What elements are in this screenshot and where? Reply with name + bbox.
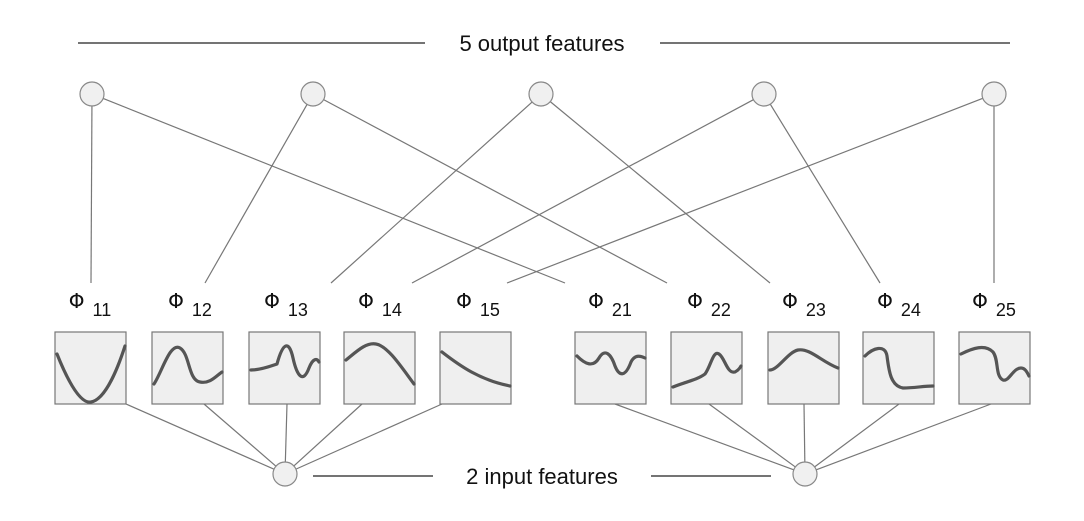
edge-phi-13-to-output-3 [330, 101, 533, 284]
phi-symbol: Φ [877, 289, 893, 313]
phi-label-13: Φ 13 [264, 289, 308, 320]
phi-symbol: Φ [782, 289, 798, 313]
function-box-15 [439, 331, 512, 405]
edge-input-1-to-phi-12 [203, 403, 277, 467]
phi-index: 15 [480, 300, 500, 320]
phi-symbol: Φ [588, 289, 604, 313]
phi-index: 25 [996, 300, 1016, 320]
phi-symbol: Φ [358, 289, 374, 313]
function-box-21 [574, 331, 647, 405]
function-curve [344, 342, 416, 386]
function-box-frame [439, 331, 512, 405]
function-box-frame [343, 331, 416, 405]
function-labels: Φ 11 Φ 12 Φ 13 Φ 14 Φ 15 Φ 21 Φ 22 Φ 23 Φ 24 Φ 25 [69, 289, 1016, 320]
phi-index: 13 [288, 300, 308, 320]
function-box-frame [670, 331, 743, 405]
edge-input-1-to-phi-14 [293, 403, 363, 467]
edge-input-2-to-phi-24 [814, 403, 900, 468]
edge-input-2-to-phi-23 [803, 403, 806, 463]
edge-input-2-to-phi-25 [816, 403, 992, 471]
phi-label-21: Φ 21 [588, 289, 632, 320]
output-node-5 [981, 81, 1007, 107]
output-node-1 [79, 81, 105, 107]
phi-label-11: Φ 11 [69, 289, 111, 320]
edge-phi-23-to-output-3 [549, 101, 771, 284]
phi-symbol: Φ [69, 289, 85, 313]
output-node-3 [528, 81, 554, 107]
function-curve [768, 348, 840, 372]
edge-phi-22-to-output-2 [323, 99, 668, 284]
function-box-12 [151, 331, 224, 405]
function-box-24 [862, 331, 935, 405]
input-nodes [272, 461, 818, 487]
phi-symbol: Φ [972, 289, 988, 313]
phi-index: 14 [382, 300, 402, 320]
phi-symbol: Φ [168, 289, 184, 313]
function-curve [55, 344, 127, 404]
phi-label-25: Φ 25 [972, 289, 1016, 320]
edge-phi-21-to-output-1 [102, 97, 566, 284]
output-edges [90, 97, 995, 284]
function-curve [440, 350, 512, 388]
phi-label-24: Φ 24 [877, 289, 921, 320]
phi-index: 12 [192, 300, 212, 320]
input-edges [125, 403, 992, 471]
function-curve [863, 346, 935, 390]
function-box-23 [767, 331, 840, 405]
edge-phi-12-to-output-2 [204, 104, 308, 284]
phi-index: 23 [806, 300, 826, 320]
phi-symbol: Φ [264, 289, 280, 313]
phi-label-14: Φ 14 [358, 289, 402, 320]
phi-symbol: Φ [456, 289, 472, 313]
edge-phi-11-to-output-1 [90, 105, 93, 284]
output-features-title: 5 output features [459, 31, 624, 56]
edge-phi-24-to-output-4 [769, 103, 881, 284]
output-node-4 [751, 81, 777, 107]
function-box-14 [343, 331, 416, 405]
function-curve [152, 345, 224, 386]
edge-input-1-to-phi-11 [125, 403, 275, 470]
function-box-25 [958, 331, 1031, 405]
phi-index: 22 [711, 300, 731, 320]
function-box-frame [767, 331, 840, 405]
phi-label-12: Φ 12 [168, 289, 212, 320]
edge-input-1-to-phi-13 [284, 403, 288, 463]
phi-index: 21 [612, 300, 632, 320]
edge-input-2-to-phi-21 [614, 403, 794, 471]
phi-symbol: Φ [687, 289, 703, 313]
output-node-2 [300, 81, 326, 107]
function-curve [959, 345, 1031, 382]
phi-label-15: Φ 15 [456, 289, 500, 320]
function-box-13 [248, 331, 321, 405]
input-node-2 [792, 461, 818, 487]
edge-phi-14-to-output-4 [411, 99, 754, 284]
function-boxes [54, 331, 1031, 405]
function-box-22 [670, 331, 743, 405]
function-curve [671, 351, 743, 389]
phi-label-23: Φ 23 [782, 289, 826, 320]
function-box-frame [862, 331, 935, 405]
function-curve [575, 351, 647, 376]
edge-input-2-to-phi-22 [708, 403, 796, 468]
output-nodes [79, 81, 1007, 107]
phi-index: 24 [901, 300, 921, 320]
function-curve [249, 344, 321, 379]
function-box-frame [574, 331, 647, 405]
phi-label-22: Φ 22 [687, 289, 731, 320]
edge-phi-15-to-output-5 [506, 97, 984, 284]
function-box-frame [54, 331, 127, 405]
phi-index: 11 [93, 300, 112, 320]
edge-input-1-to-phi-15 [295, 403, 443, 470]
function-box-11 [54, 331, 127, 405]
input-node-1 [272, 461, 298, 487]
input-features-title: 2 input features [466, 464, 618, 489]
